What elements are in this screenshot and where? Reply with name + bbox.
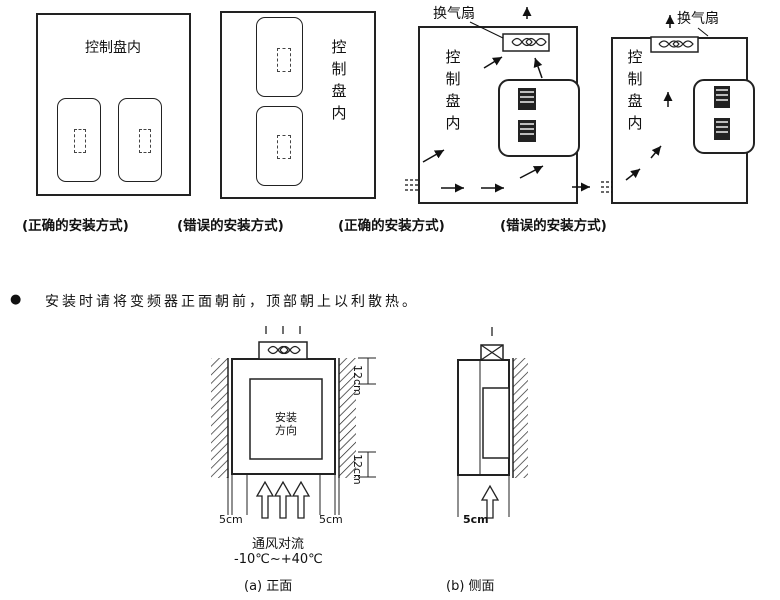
front-side-right-clearance: 5cm: [319, 513, 343, 526]
panel4-caption: (错误的安装方式): [500, 218, 607, 234]
panel3-airflow: [405, 7, 580, 204]
panel1-inverter-right-window: [139, 129, 151, 153]
front-view-drawing: [211, 326, 376, 519]
side-view-caption: (b) 侧面: [446, 579, 495, 594]
instruction-text: 安装时请将变频器正面朝前，顶部朝上以利散热。: [45, 294, 419, 310]
panel2-inverter-bottom-window: [277, 135, 291, 159]
panel1-inverter-left: [57, 98, 101, 182]
panel2-inside-label: 控制盘内: [331, 38, 347, 122]
panel2-caption: (错误的安装方式): [177, 218, 284, 234]
panel3-caption: (正确的安装方式): [338, 218, 445, 234]
bullet-icon: ●: [10, 292, 22, 307]
panel2-inverter-top: [256, 17, 303, 97]
front-top-clearance: 12cm: [351, 365, 364, 396]
front-view-caption: (a) 正面: [244, 579, 293, 594]
front-bottom-clearance: 12cm: [351, 454, 364, 485]
install-direction-line1: 安装: [275, 411, 297, 424]
panel1-caption: (正确的安装方式): [22, 218, 129, 234]
side-view-drawing: [457, 327, 528, 519]
temperature-range: -10℃~+40℃: [234, 552, 323, 567]
panel1-inverter-left-window: [74, 129, 86, 153]
front-side-left-clearance: 5cm: [219, 513, 243, 526]
airflow-label: 通风对流: [252, 537, 305, 552]
panel4-inside-label: 控制盘内: [627, 48, 643, 132]
panel3-fan-label: 换气扇: [433, 6, 475, 22]
panel4-airflow: [572, 15, 755, 204]
install-direction-label: 安装 方向: [266, 411, 306, 437]
panel2-inverter-bottom: [256, 106, 303, 186]
panel4-fan-label: 换气扇: [677, 11, 719, 27]
side-bottom-clearance: 5cm: [463, 513, 489, 526]
install-direction-line2: 方向: [275, 424, 297, 437]
panel2-inverter-top-window: [277, 48, 291, 72]
panel3-inside-label: 控制盘内: [445, 48, 461, 132]
panel1-inside-label: 控制盘内: [85, 40, 141, 56]
panel1-inverter-right: [118, 98, 162, 182]
